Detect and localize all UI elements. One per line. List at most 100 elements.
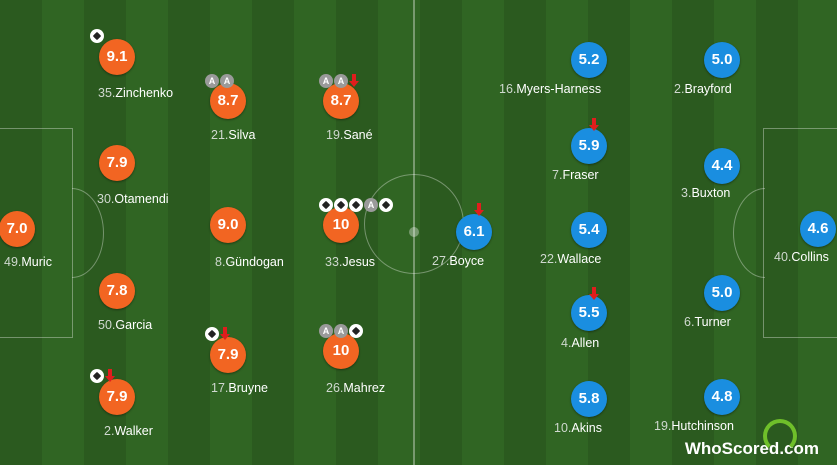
player-name[interactable]: 27.Boyce xyxy=(432,254,484,268)
player-number: 49. xyxy=(4,255,22,269)
player-name[interactable]: 19.Sané xyxy=(326,128,373,142)
player-number: 30. xyxy=(97,192,115,206)
player-number: 35. xyxy=(98,86,116,100)
player-name-text: Mahrez xyxy=(343,381,386,395)
whoscored-logo: WhoScored.com xyxy=(684,419,819,459)
player-name[interactable]: 49.Muric xyxy=(4,255,52,269)
player-rating[interactable]: 7.9 xyxy=(99,145,135,181)
player-rating[interactable]: 10 xyxy=(323,207,359,243)
player-rating[interactable]: 5.4 xyxy=(571,212,607,248)
player-number: 33. xyxy=(325,255,343,269)
player-name[interactable]: 30.Otamendi xyxy=(97,192,169,206)
player-name-text: Boyce xyxy=(449,254,485,268)
player-name-text: Akins xyxy=(571,421,602,435)
player-name-text: Sané xyxy=(343,128,373,142)
player-name-text: Zinchenko xyxy=(115,86,174,100)
player-name-text: Collins xyxy=(791,250,829,264)
player-name-text: Buxton xyxy=(691,186,731,200)
player-name-text: Walker xyxy=(114,424,153,438)
logo-text: WhoScored xyxy=(684,439,780,458)
player-name[interactable]: 40.Collins xyxy=(774,250,829,264)
sub-out-arrow-icon xyxy=(349,74,359,88)
assist-icon: A xyxy=(334,74,348,88)
goal-ball-icon xyxy=(90,369,104,383)
player-rating[interactable]: 8.7 xyxy=(323,83,359,119)
player-rating[interactable]: 5.0 xyxy=(704,275,740,311)
question-mark-icon xyxy=(762,419,797,453)
player-number: 19. xyxy=(654,419,672,433)
player-event-icons xyxy=(474,202,484,218)
player-rating[interactable]: 5.8 xyxy=(571,381,607,417)
player-rating[interactable]: 4.8 xyxy=(704,379,740,415)
player-rating[interactable]: 5.9 xyxy=(571,128,607,164)
player-event-icons xyxy=(205,326,230,342)
sub-out-arrow-icon xyxy=(589,118,599,132)
player-name-text: Garcia xyxy=(115,318,153,332)
goal-ball-icon xyxy=(90,29,104,43)
player-rating[interactable]: 5.5 xyxy=(571,295,607,331)
player-name[interactable]: 21.Silva xyxy=(211,128,255,142)
player-name-text: Allen xyxy=(571,336,600,350)
player-number: 7. xyxy=(552,168,563,182)
player-rating[interactable]: 5.2 xyxy=(571,42,607,78)
player-name[interactable]: 50.Garcia xyxy=(98,318,152,332)
goal-ball-icon xyxy=(349,324,363,338)
player-name-text: Silva xyxy=(228,128,256,142)
player-event-icons xyxy=(90,368,115,384)
player-name[interactable]: 10.Akins xyxy=(554,421,602,435)
player-name[interactable]: 2.Walker xyxy=(104,424,153,438)
player-name[interactable]: 6.Turner xyxy=(684,315,731,329)
player-name-text: Brayford xyxy=(684,82,732,96)
player-name[interactable]: 26.Mahrez xyxy=(326,381,385,395)
player-name[interactable]: 19.Hutchinson xyxy=(654,419,734,433)
player-number: 3. xyxy=(681,186,692,200)
player-rating[interactable]: 9.0 xyxy=(210,207,246,243)
player-name-text: Bruyne xyxy=(228,381,268,395)
player-name[interactable]: 16.Myers-Harness xyxy=(499,82,601,96)
player-name[interactable]: 33.Jesus xyxy=(325,255,375,269)
player-rating[interactable]: 5.0 xyxy=(704,42,740,78)
player-rating[interactable]: 4.4 xyxy=(704,148,740,184)
player-number: 4. xyxy=(561,336,572,350)
player-rating[interactable]: 10 xyxy=(323,333,359,369)
player-rating[interactable]: 6.1 xyxy=(456,214,492,250)
player-number: 8. xyxy=(215,255,226,269)
player-name-text: Muric xyxy=(21,255,52,269)
player-name-text: Wallace xyxy=(557,252,602,266)
player-rating[interactable]: 4.6 xyxy=(800,211,836,247)
player-name[interactable]: 17.Bruyne xyxy=(211,381,268,395)
player-name[interactable]: 3.Buxton xyxy=(681,186,730,200)
goal-ball-icon xyxy=(319,198,333,212)
assist-icon: A xyxy=(319,324,333,338)
player-rating[interactable]: 7.9 xyxy=(99,379,135,415)
player-number: 16. xyxy=(499,82,517,96)
player-rating[interactable]: 7.8 xyxy=(99,273,135,309)
sub-out-arrow-icon xyxy=(105,369,115,383)
player-name[interactable]: 7.Fraser xyxy=(552,168,599,182)
player-number: 50. xyxy=(98,318,116,332)
player-event-icons: A xyxy=(319,197,393,213)
center-spot xyxy=(409,227,419,237)
player-name-text: Turner xyxy=(694,315,731,329)
player-rating[interactable]: 8.7 xyxy=(210,83,246,119)
assist-icon: A xyxy=(364,198,378,212)
player-rating[interactable]: 7.0 xyxy=(0,211,35,247)
goal-ball-icon xyxy=(205,327,219,341)
player-name[interactable]: 8.Gündogan xyxy=(215,255,284,269)
goal-ball-icon xyxy=(379,198,393,212)
player-rating[interactable]: 7.9 xyxy=(210,337,246,373)
player-name-text: Fraser xyxy=(562,168,599,182)
player-number: 21. xyxy=(211,128,229,142)
player-name[interactable]: 4.Allen xyxy=(561,336,599,350)
player-number: 6. xyxy=(684,315,695,329)
player-name[interactable]: 2.Brayford xyxy=(674,82,732,96)
player-name[interactable]: 22.Wallace xyxy=(540,252,601,266)
player-rating[interactable]: 9.1 xyxy=(99,39,135,75)
assist-icon: A xyxy=(319,74,333,88)
player-event-icons xyxy=(90,28,104,44)
player-name[interactable]: 35.Zinchenko xyxy=(98,86,173,100)
player-number: 2. xyxy=(674,82,685,96)
